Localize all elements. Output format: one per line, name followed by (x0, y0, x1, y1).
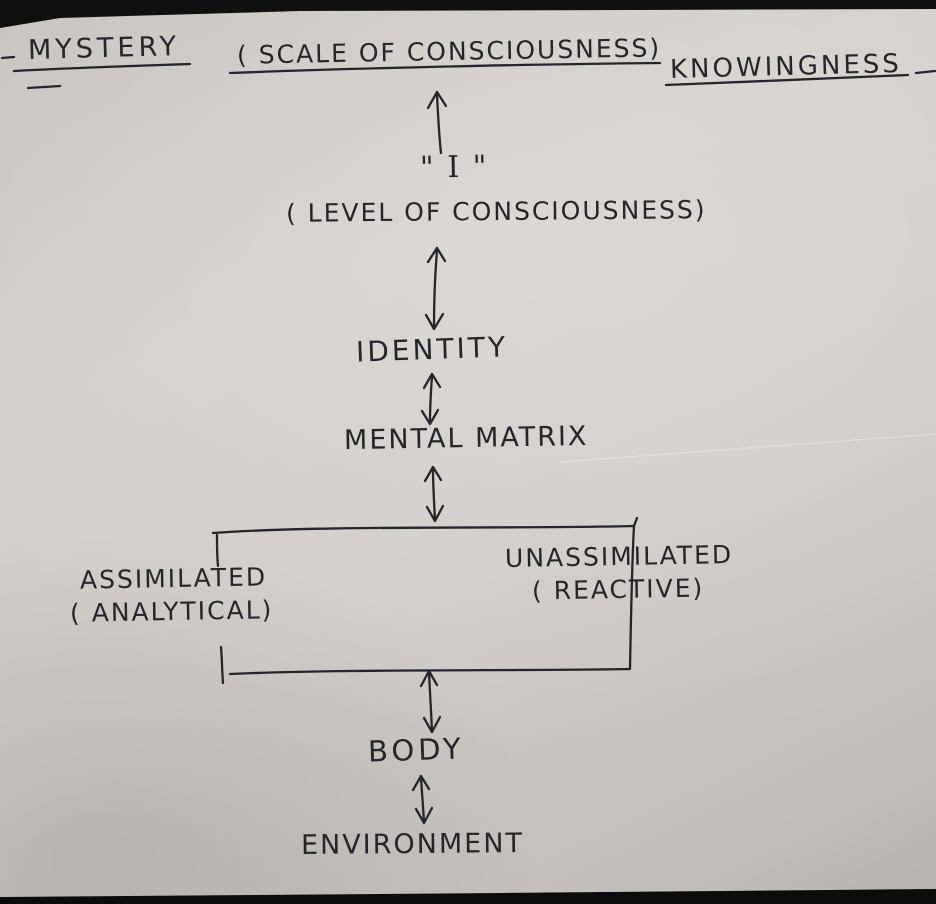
mystery-dash (26, 84, 62, 90)
arrowhead-up (426, 90, 448, 110)
knowingness-dash (914, 69, 936, 75)
arrowhead-down (420, 408, 440, 426)
label-body: BODY (367, 731, 466, 769)
label-unassimilated: UNASSIMILATED (504, 540, 734, 573)
box-left-lower-line (219, 645, 225, 685)
photo-bottom-edge (0, 889, 936, 904)
arrowhead-up (419, 669, 439, 688)
arrow-body-environment (419, 776, 426, 823)
box-bottom-line (228, 667, 632, 676)
arrowhead-up (426, 246, 447, 264)
label-i: " I " (419, 149, 489, 186)
arrowhead-down (425, 504, 445, 523)
label-reactive: ( REACTIVE) (531, 573, 705, 606)
box-left-upper-line (215, 533, 220, 568)
photo-top-edge (0, 0, 936, 28)
paper-crease (559, 433, 936, 463)
arrowhead-up (422, 372, 442, 390)
arrow-matrix-box (431, 467, 437, 521)
label-identity: IDENTITY (355, 330, 509, 369)
arrowhead-up (423, 465, 443, 483)
arrowhead-up (411, 774, 431, 792)
label-environment: ENVIRONMENT (300, 828, 525, 861)
mystery-underline (12, 62, 192, 73)
arrowhead-down (414, 806, 434, 825)
knowingness-underline (664, 73, 910, 87)
arrowhead-down (422, 715, 442, 734)
arrow-i-to-scale (435, 93, 443, 155)
scale-underline (228, 61, 662, 75)
box-right-line (628, 524, 636, 670)
label-assimilated: ASSIMILATED (79, 562, 268, 595)
arrowhead-down (424, 312, 445, 331)
arrow-box-body (427, 671, 434, 732)
box-top-line (211, 524, 636, 535)
arrow-identity-matrix (428, 374, 434, 424)
label-knowingness: KNOWINGNESS (669, 48, 903, 86)
box-top-right-tick (632, 516, 639, 528)
label-level-of-consciousness: ( LEVEL OF CONSCIOUSNESS) (285, 195, 707, 228)
label-mystery: MYSTERY (27, 31, 181, 66)
label-analytical: ( ANALYTICAL) (69, 595, 274, 628)
arrow-level-identity (432, 248, 439, 328)
label-mental-matrix: MENTAL MATRIX (343, 420, 589, 457)
left-margin-dash (0, 55, 16, 60)
